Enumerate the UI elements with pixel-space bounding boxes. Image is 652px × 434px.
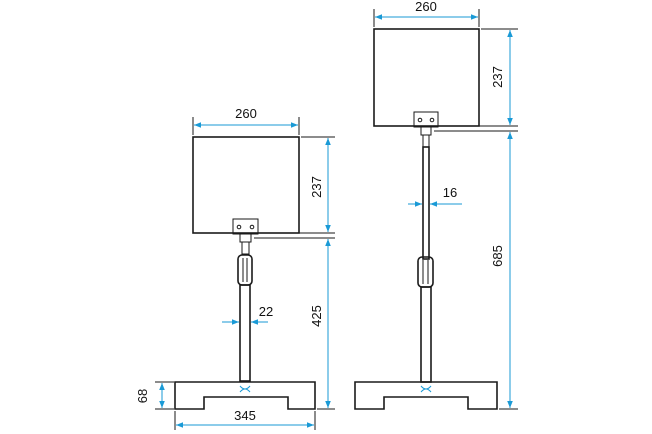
left-panel-height-label: 237 [309, 176, 324, 198]
left-grip [237, 254, 253, 286]
right-bracket [413, 111, 439, 128]
left-neck [239, 233, 252, 243]
right-panel-width-label: 260 [415, 0, 437, 14]
left-base [174, 381, 316, 410]
screw-icon [429, 117, 435, 123]
right-panel [373, 28, 480, 127]
base-width-label: 345 [234, 408, 256, 423]
right-panel-height-label: 237 [490, 66, 505, 88]
right-base [354, 381, 498, 410]
right-grip [417, 256, 434, 288]
right-pole-diameter-label: 16 [443, 185, 457, 200]
left-pole-diameter-label: 22 [259, 304, 273, 319]
left-stand: 260 237 425 22 68 345 [135, 106, 335, 430]
left-pole [239, 284, 251, 382]
base-height-label: 68 [135, 389, 150, 403]
right-neck [420, 126, 432, 136]
screw-icon [249, 224, 255, 230]
left-panel [192, 136, 300, 234]
left-neck-lower [241, 241, 250, 255]
screw-icon [417, 117, 423, 123]
screw-icon [236, 224, 242, 230]
right-neck-lower [422, 134, 430, 148]
left-panel-width-label: 260 [235, 106, 257, 121]
right-pole-height-label: 685 [490, 245, 505, 267]
right-pole [420, 286, 432, 383]
left-pole-height-label: 425 [309, 305, 324, 327]
left-bracket [232, 218, 259, 235]
right-upper-pole [422, 146, 430, 260]
right-stand: 260 237 685 16 [354, 0, 518, 410]
